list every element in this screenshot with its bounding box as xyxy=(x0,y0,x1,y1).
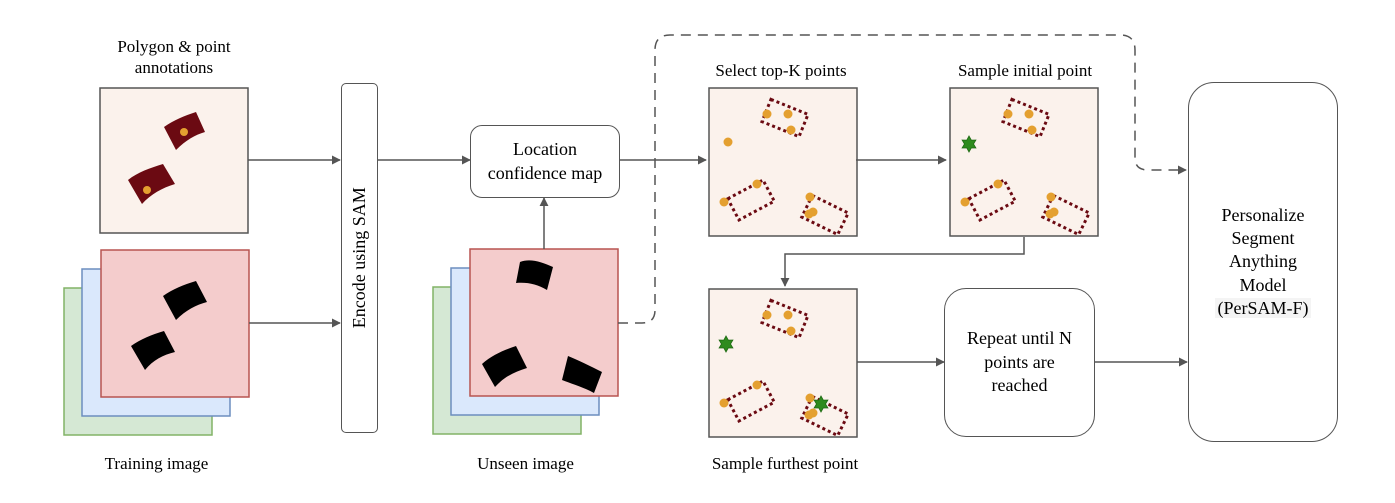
candidate-point xyxy=(783,109,793,119)
dotted-region-box xyxy=(725,378,777,424)
sample-furthest-panel xyxy=(708,288,858,438)
location-line2: confidence map xyxy=(487,162,603,183)
unseen-image-label: Unseen image xyxy=(477,454,574,473)
candidate-point xyxy=(762,109,772,119)
sampled-point-star xyxy=(718,335,734,353)
sample-initial-panel-frame xyxy=(949,87,1099,237)
sample-initial-panel xyxy=(949,87,1099,237)
candidate-point xyxy=(1024,109,1034,119)
object-mask xyxy=(516,260,553,290)
candidate-point xyxy=(762,310,772,320)
candidate-point xyxy=(786,326,796,336)
repeat-line3: reached xyxy=(991,375,1048,396)
select-topk-panel xyxy=(708,87,858,237)
dotted-region-box xyxy=(1040,193,1092,237)
unseen-image-stack xyxy=(432,248,619,435)
training-image-label: Training image xyxy=(104,454,209,473)
repeat-line1: Repeat until N xyxy=(967,328,1072,349)
dotted-region-box xyxy=(799,193,851,237)
object-mask xyxy=(131,331,175,370)
encoder-box: Encode using SAM xyxy=(341,83,378,433)
persam-box: Personalize Segment Anything Model (PerS… xyxy=(1188,82,1338,442)
candidate-point xyxy=(752,380,762,390)
sampled-point-star xyxy=(813,395,829,413)
candidate-point xyxy=(960,197,970,207)
training-image-stack xyxy=(63,249,250,436)
sample-furthest-label: Sample furthest point xyxy=(711,454,859,473)
persam-line5: (PerSAM-F) xyxy=(1215,298,1311,319)
persam-line2: Segment xyxy=(1231,227,1295,248)
connector-arrows xyxy=(248,34,1188,367)
dotted-region-box xyxy=(966,177,1018,223)
candidate-point xyxy=(752,179,762,189)
object-mask xyxy=(562,356,602,393)
repeat-box: Repeat until N points are reached xyxy=(944,288,1095,437)
candidate-point xyxy=(808,408,818,418)
point-panels xyxy=(708,87,1099,438)
candidate-point xyxy=(719,197,729,207)
candidate-point xyxy=(1046,192,1056,202)
select-topk-label: Select top-K points xyxy=(715,61,847,80)
encoder-label: Encode using SAM xyxy=(348,187,369,329)
sampled-point-star xyxy=(961,135,977,153)
candidate-point xyxy=(808,207,818,217)
annotation-point xyxy=(180,128,188,136)
candidate-point xyxy=(1003,109,1013,119)
repeat-line2: points are xyxy=(984,351,1055,372)
persam-line4: Model xyxy=(1239,274,1287,295)
object-mask xyxy=(163,281,207,320)
dotted-region-box xyxy=(725,177,777,223)
candidate-point xyxy=(1049,207,1059,217)
candidate-point xyxy=(1027,125,1037,135)
sample-initial-label: Sample initial point xyxy=(957,61,1093,80)
dashed-skip-arrow xyxy=(618,34,1187,324)
candidate-point xyxy=(786,125,796,135)
candidate-point xyxy=(805,393,815,403)
annotation-panel xyxy=(99,87,249,234)
annotations-title-line2: annotations xyxy=(134,58,214,78)
candidate-point xyxy=(723,137,733,147)
candidate-point xyxy=(805,192,815,202)
polygon-shape xyxy=(128,164,175,204)
location-line1: Location xyxy=(513,139,577,160)
location-confidence-box: Location confidence map xyxy=(470,125,620,198)
candidate-point xyxy=(993,179,1003,189)
annotation-point xyxy=(143,186,151,194)
persam-line1: Personalize xyxy=(1221,204,1305,225)
sample-furthest-panel-frame xyxy=(708,288,858,438)
annotations-title-line1: Polygon & point xyxy=(117,37,231,56)
persam-line3: Anything xyxy=(1228,251,1297,272)
candidate-point xyxy=(719,398,729,408)
object-mask xyxy=(482,346,527,387)
arrow-initial-to-furthest xyxy=(780,237,1025,287)
dotted-region-box xyxy=(799,394,851,438)
annotations-title: Polygon & point annotations xyxy=(100,36,248,79)
candidate-point xyxy=(783,310,793,320)
select-topk-panel-frame xyxy=(708,87,858,237)
